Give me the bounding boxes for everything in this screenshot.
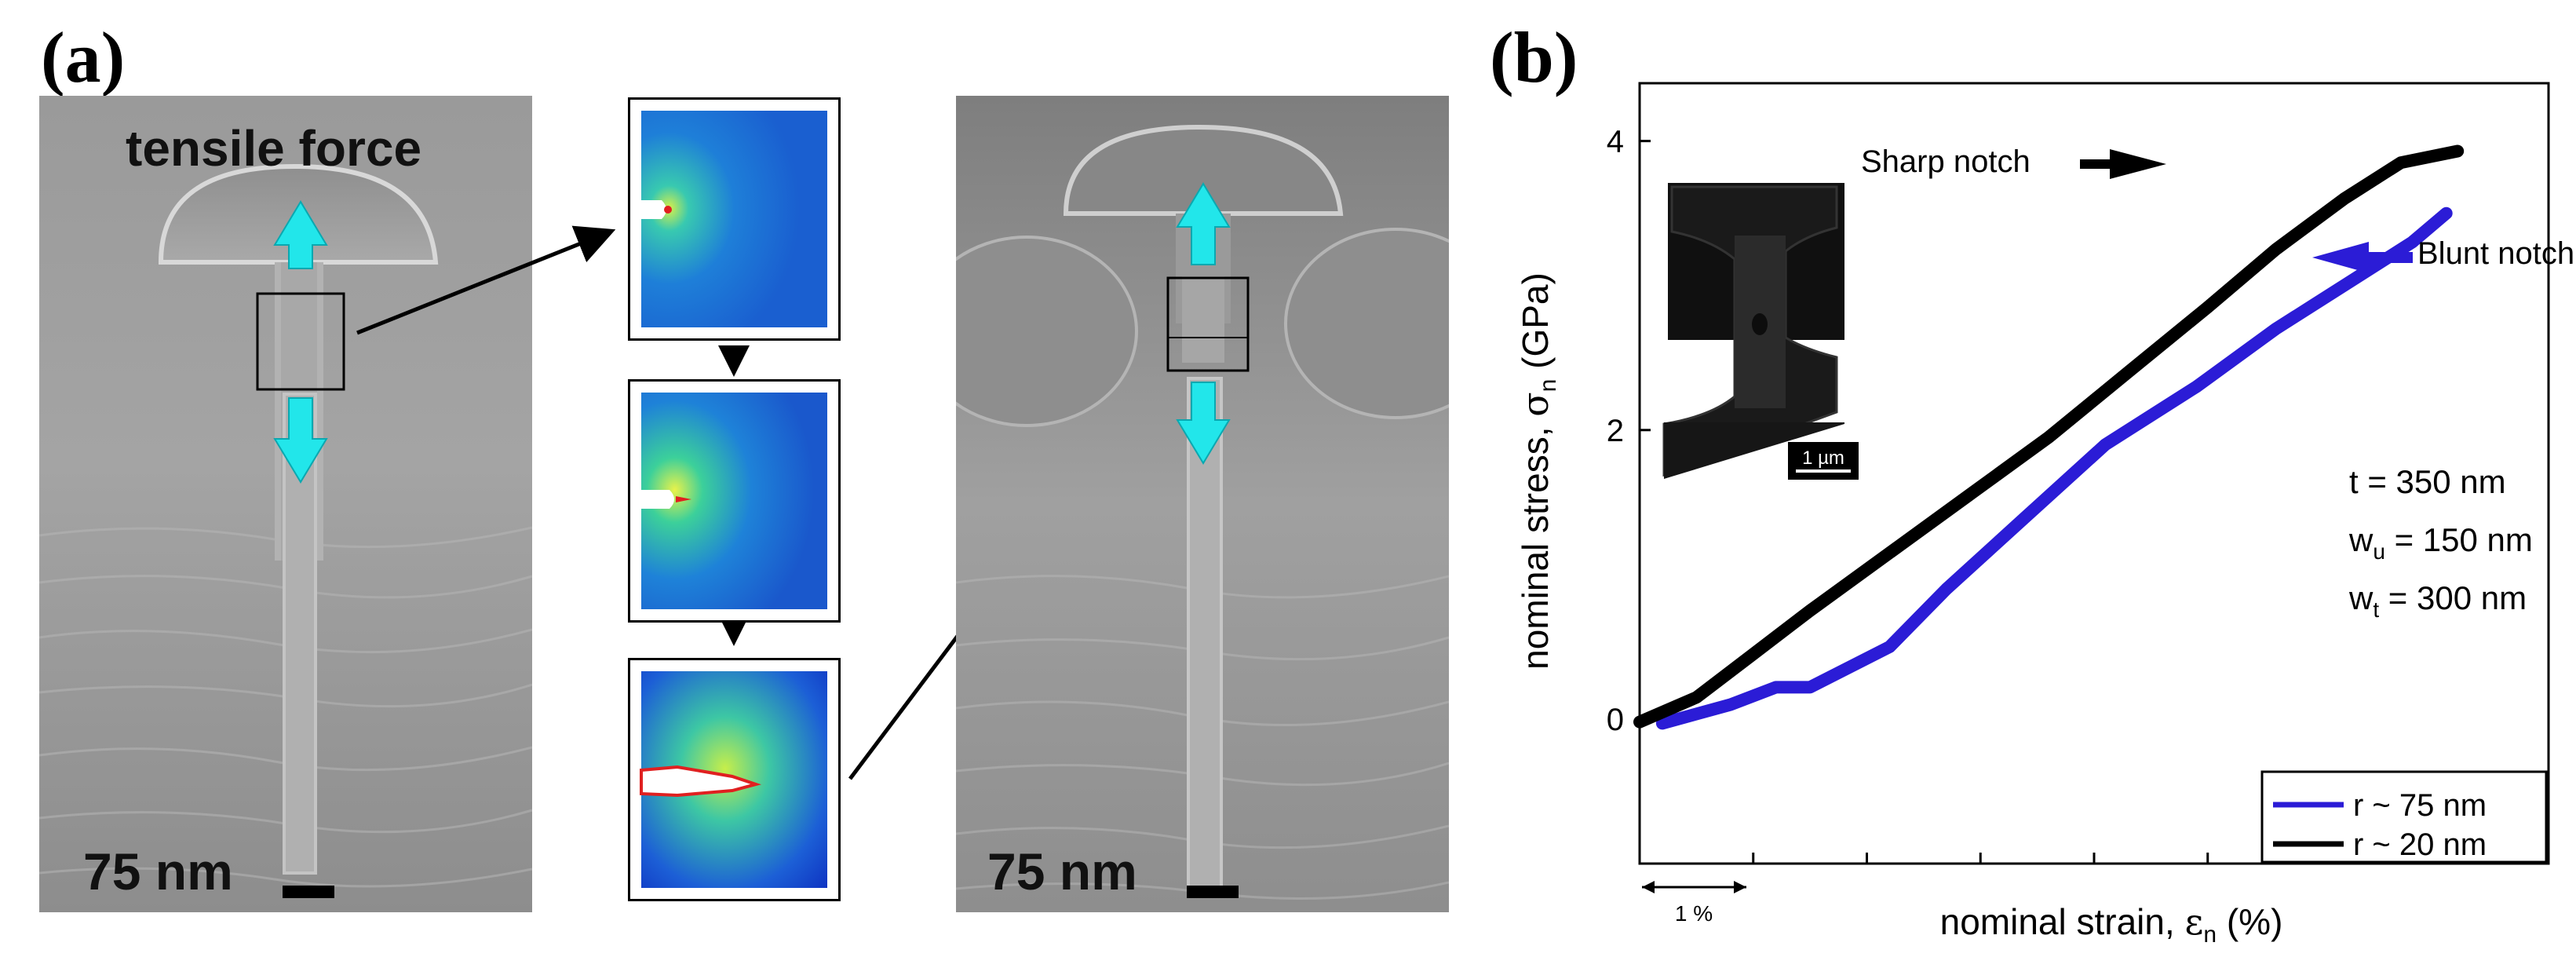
series-1-point-10 [2338, 193, 2350, 205]
sem-image-after: 75 nm [956, 96, 1449, 912]
blunt-notch-label: Blunt notch [2417, 236, 2574, 271]
series-1-point-8 [2202, 301, 2213, 313]
series-1-point-2 [1747, 648, 1759, 660]
series-0-point-4 [1884, 641, 1896, 652]
series-1-point-7 [2122, 367, 2134, 378]
sharp-notch-label: Sharp notch [1861, 144, 2031, 179]
series-0-point-5 [1940, 583, 1952, 595]
series-0-point-11 [2406, 236, 2418, 248]
left-scale-bar-label: 75 nm [83, 842, 233, 900]
series-1-point-4 [1884, 547, 1896, 559]
inset-micrograph: 1 µm [1662, 183, 1859, 487]
series-1-point-0 [1634, 716, 1645, 728]
series-1-point-3 [1804, 605, 1816, 616]
series-0-point-2 [1770, 681, 1782, 693]
tensile-force-title: tensile force [126, 120, 422, 177]
x-scale-label: 1 % [1675, 901, 1713, 926]
panel-a-arrows [356, 225, 981, 780]
series-1-point-9 [2270, 243, 2282, 255]
right-scale-bar-label: 75 nm [987, 842, 1137, 900]
strain-map-1-graphic [641, 111, 827, 327]
series-1-point-1 [1691, 692, 1702, 703]
series-0-point-12 [2440, 207, 2452, 219]
panel-b-label: (b) [1490, 17, 1578, 97]
param-wu: wu = 150 nm [2348, 521, 2533, 564]
x-scale-indicator: 1 % [1642, 881, 1746, 926]
blunt-notch-arrow [2312, 242, 2413, 273]
stress-strain-chart: 1 µm nominal stress, σn (GPa) nominal st… [1514, 82, 2574, 948]
strain-map-2-graphic [641, 393, 827, 609]
series-0-point-0 [1656, 718, 1668, 729]
series-0-point-10 [2349, 272, 2361, 284]
sem-image-before-graphic [39, 96, 532, 912]
sem-image-after-graphic [956, 96, 1449, 912]
strain-map-2 [628, 379, 841, 623]
series-1-point-5 [1963, 489, 1975, 501]
x-axis-label: nominal strain, εn (%) [1940, 900, 2283, 948]
sem-image-before: tensile force 75 nm [39, 96, 532, 912]
y-tick-label-2: 4 [1607, 125, 1624, 159]
legend-label-0: r ~ 75 nm [2353, 788, 2487, 823]
series-1-point-12 [2452, 145, 2464, 157]
y-tick-label-1: 2 [1607, 414, 1624, 448]
param-thickness: t = 350 nm [2349, 463, 2506, 500]
series-0-point-8 [2191, 381, 2202, 393]
series-1-point-11 [2395, 157, 2406, 169]
strain-map-3-graphic [640, 671, 827, 888]
strain-map-3 [628, 658, 841, 901]
series-0-point-9 [2270, 323, 2282, 334]
legend-label-1: r ~ 20 nm [2353, 827, 2487, 862]
series-0-point-7 [2100, 439, 2111, 451]
y-tick-label-0: 0 [1607, 703, 1624, 737]
param-wt: wt = 300 nm [2348, 579, 2527, 622]
series-0-point-1 [1724, 699, 1736, 710]
strain-map-1 [628, 97, 841, 341]
y-axis-label: nominal stress, σn (GPa) [1514, 272, 1561, 670]
series-0-point-6 [2020, 511, 2032, 523]
inset-scale-label: 1 µm [1802, 447, 1844, 469]
series-1-point-6 [2043, 431, 2055, 443]
panel-a-label: (a) [41, 17, 126, 97]
series-0-point-3 [1804, 681, 1816, 693]
legend: r ~ 75 nm r ~ 20 nm [2260, 770, 2548, 864]
sharp-notch-arrow [2080, 149, 2166, 179]
